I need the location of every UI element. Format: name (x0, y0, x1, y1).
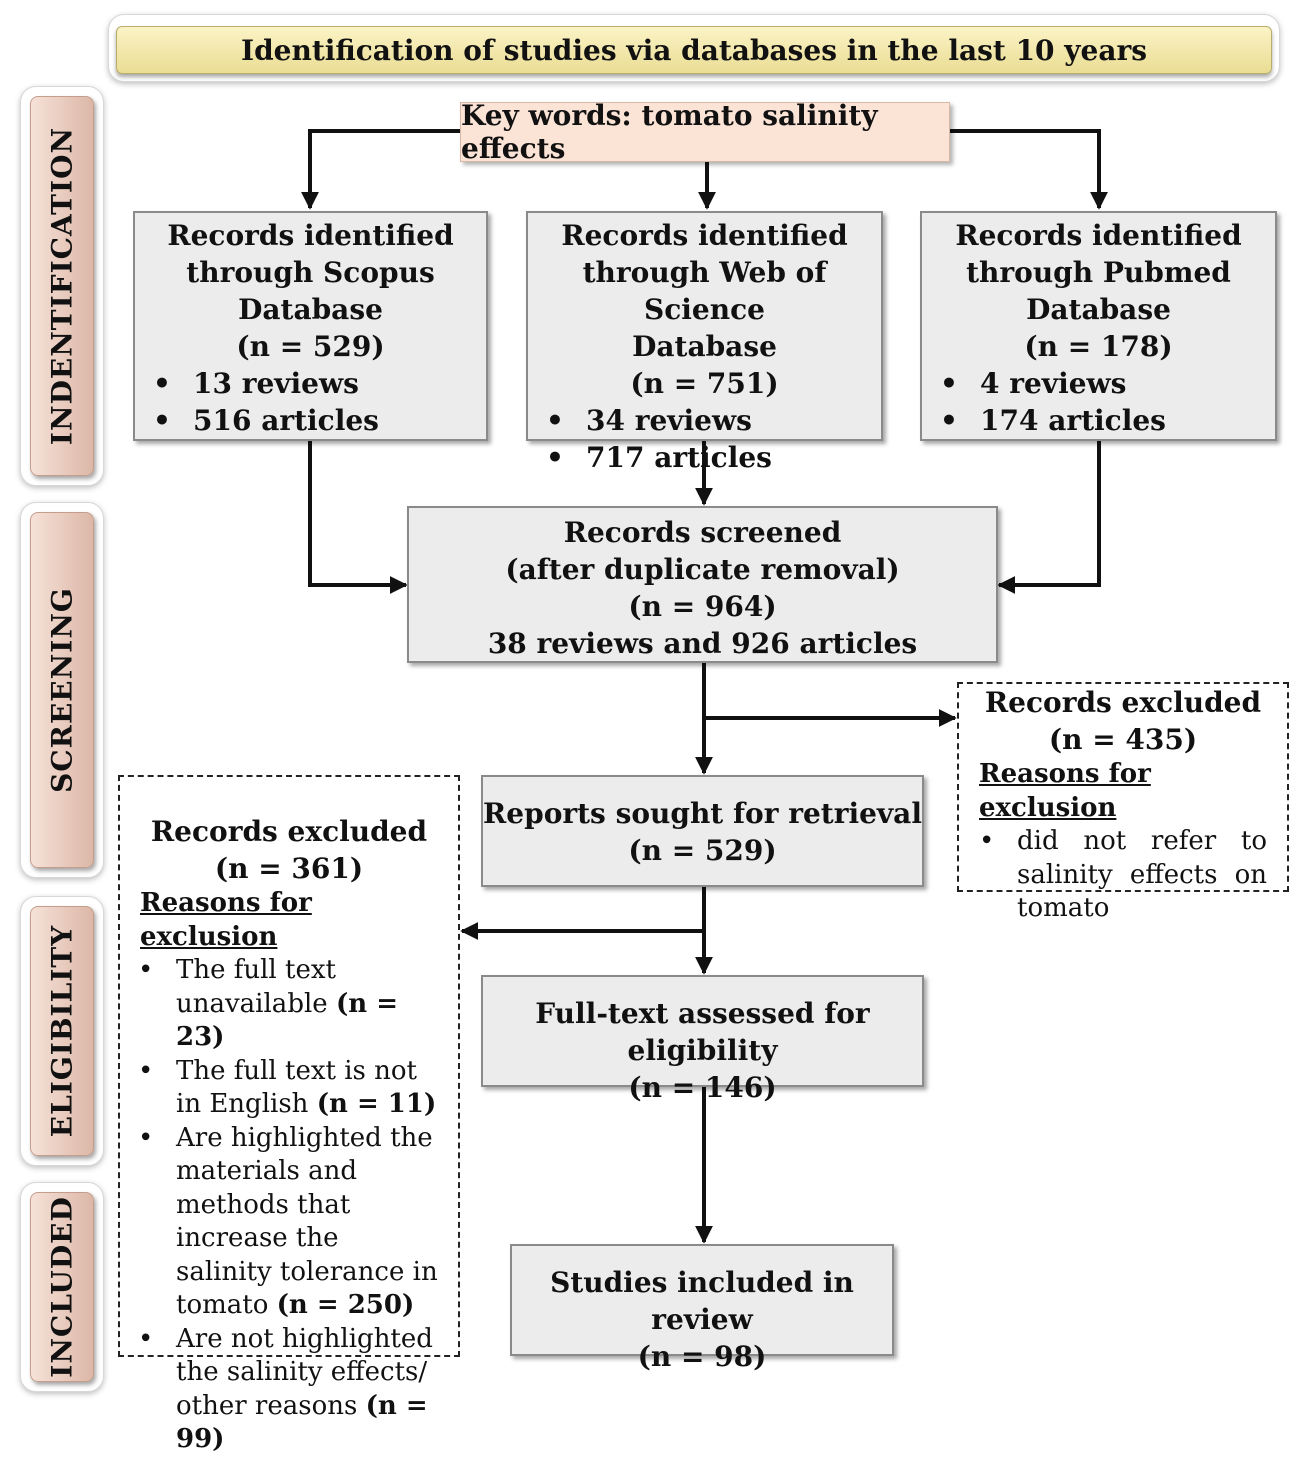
bullet-icon: • (138, 1323, 154, 1354)
scopus-records-box: Records identified through Scopus Databa… (133, 211, 488, 441)
excluded-screening-box: Records excluded (n = 435) Reasons for e… (957, 682, 1289, 923)
wos-count: (n = 751) (630, 367, 779, 400)
sought-title: Reports sought for retrieval (483, 797, 922, 830)
keywords-label: Key words: tomato salinity effects (461, 99, 878, 165)
phase-screening: SCREENING (30, 512, 94, 868)
fulltext-box: Full-text assessed for eligibility (n = … (481, 975, 924, 1104)
scopus-reviews: 13 reviews (193, 367, 359, 400)
pubmed-count: (n = 178) (1024, 330, 1173, 363)
wos-line-3: Database (632, 330, 777, 363)
excluded-eligibility-box: Records excluded (n = 361) Reasons for e… (118, 775, 460, 1454)
pubmed-reviews: 4 reviews (980, 367, 1127, 400)
phase-eligibility: ELIGIBILITY (30, 906, 94, 1156)
excluded-screening-reason: did not refer to salinity effects on tom… (1017, 826, 1267, 923)
exclusion-reason-item: •The full text is not in English (n = 11… (120, 1055, 438, 1122)
exclusion-reason-item: •Are highlighted the materials and metho… (120, 1122, 438, 1323)
pubmed-line-1: Records identified (955, 219, 1242, 252)
exclusion-reason-item: •The full text unavailable (n = 23) (120, 954, 438, 1055)
pubmed-records-box: Records identified through Pubmed Databa… (920, 211, 1277, 441)
excluded-eligibility-title: Records excluded (150, 815, 428, 848)
fulltext-count: (n = 146) (628, 1071, 777, 1104)
exclusion-reason-item: •Are not highlighted the salinity effect… (120, 1323, 438, 1457)
screened-subtitle: (after duplicate removal) (505, 553, 900, 586)
excluded-eligibility-reasons-label: Reasons for exclusion (140, 888, 312, 952)
wos-records-box: Records identified through Web of Scienc… (526, 211, 883, 474)
sought-count: (n = 529) (628, 834, 777, 867)
screened-title: Records screened (563, 516, 842, 549)
included-title: Studies included in review (550, 1266, 854, 1336)
arrow-pubmed-to-screened (997, 441, 1101, 594)
keywords-box: Key words: tomato salinity effects (460, 99, 950, 165)
wos-articles: 717 articles (586, 441, 772, 474)
bullet-icon: • (546, 441, 564, 474)
wos-line-2: through Web of Science (582, 256, 827, 326)
bullet-icon: • (940, 367, 958, 400)
excluded-screening-reasons-label: Reasons for exclusion (979, 759, 1151, 823)
wos-line-1: Records identified (561, 219, 848, 252)
scopus-line-3: Database (238, 293, 383, 326)
title-banner: Identification of studies via databases … (116, 26, 1272, 74)
phase-included: INCLUDED (30, 1192, 94, 1382)
sought-box: Reports sought for retrieval (n = 529) (481, 775, 924, 887)
included-box: Studies included in review (n = 98) (510, 1244, 894, 1373)
scopus-articles: 516 articles (193, 404, 379, 437)
arrow-keywords-to-pubmed (950, 129, 1108, 210)
scopus-count: (n = 529) (236, 330, 385, 363)
bullet-icon: • (546, 404, 564, 437)
arrow-scopus-to-screened (308, 441, 408, 594)
bullet-icon: • (138, 955, 154, 985)
diagram-title: Identification of studies via databases … (240, 33, 1148, 67)
bullet-icon: • (153, 404, 171, 437)
excluded-screening-title: Records excluded (984, 686, 1262, 719)
bullet-icon: • (940, 404, 958, 437)
phase-identification: INDENTIFICATION (30, 96, 94, 476)
bullet-icon: • (153, 367, 171, 400)
bullet-icon: • (138, 1055, 154, 1086)
arrow-keywords-to-scopus (301, 129, 460, 210)
screened-box: Records screened (after duplicate remova… (407, 506, 998, 663)
fulltext-title: Full-text assessed for eligibility (535, 997, 870, 1067)
included-count: (n = 98) (637, 1340, 767, 1373)
wos-reviews: 34 reviews (586, 404, 752, 437)
pubmed-articles: 174 articles (980, 404, 1166, 437)
screened-count: (n = 964) (628, 590, 777, 623)
scopus-line-2: through Scopus (186, 256, 435, 289)
excluded-eligibility-count: (n = 361) (214, 852, 364, 885)
pubmed-line-3: Database (1026, 293, 1171, 326)
excluded-screening-count: (n = 435) (1048, 723, 1198, 756)
bullet-icon: • (138, 1122, 154, 1153)
bullet-icon: • (979, 826, 995, 856)
scopus-line-1: Records identified (167, 219, 454, 252)
pubmed-line-2: through Pubmed (966, 256, 1231, 289)
connector-arrows (301, 129, 1108, 1244)
screened-breakdown: 38 reviews and 926 articles (487, 627, 918, 660)
